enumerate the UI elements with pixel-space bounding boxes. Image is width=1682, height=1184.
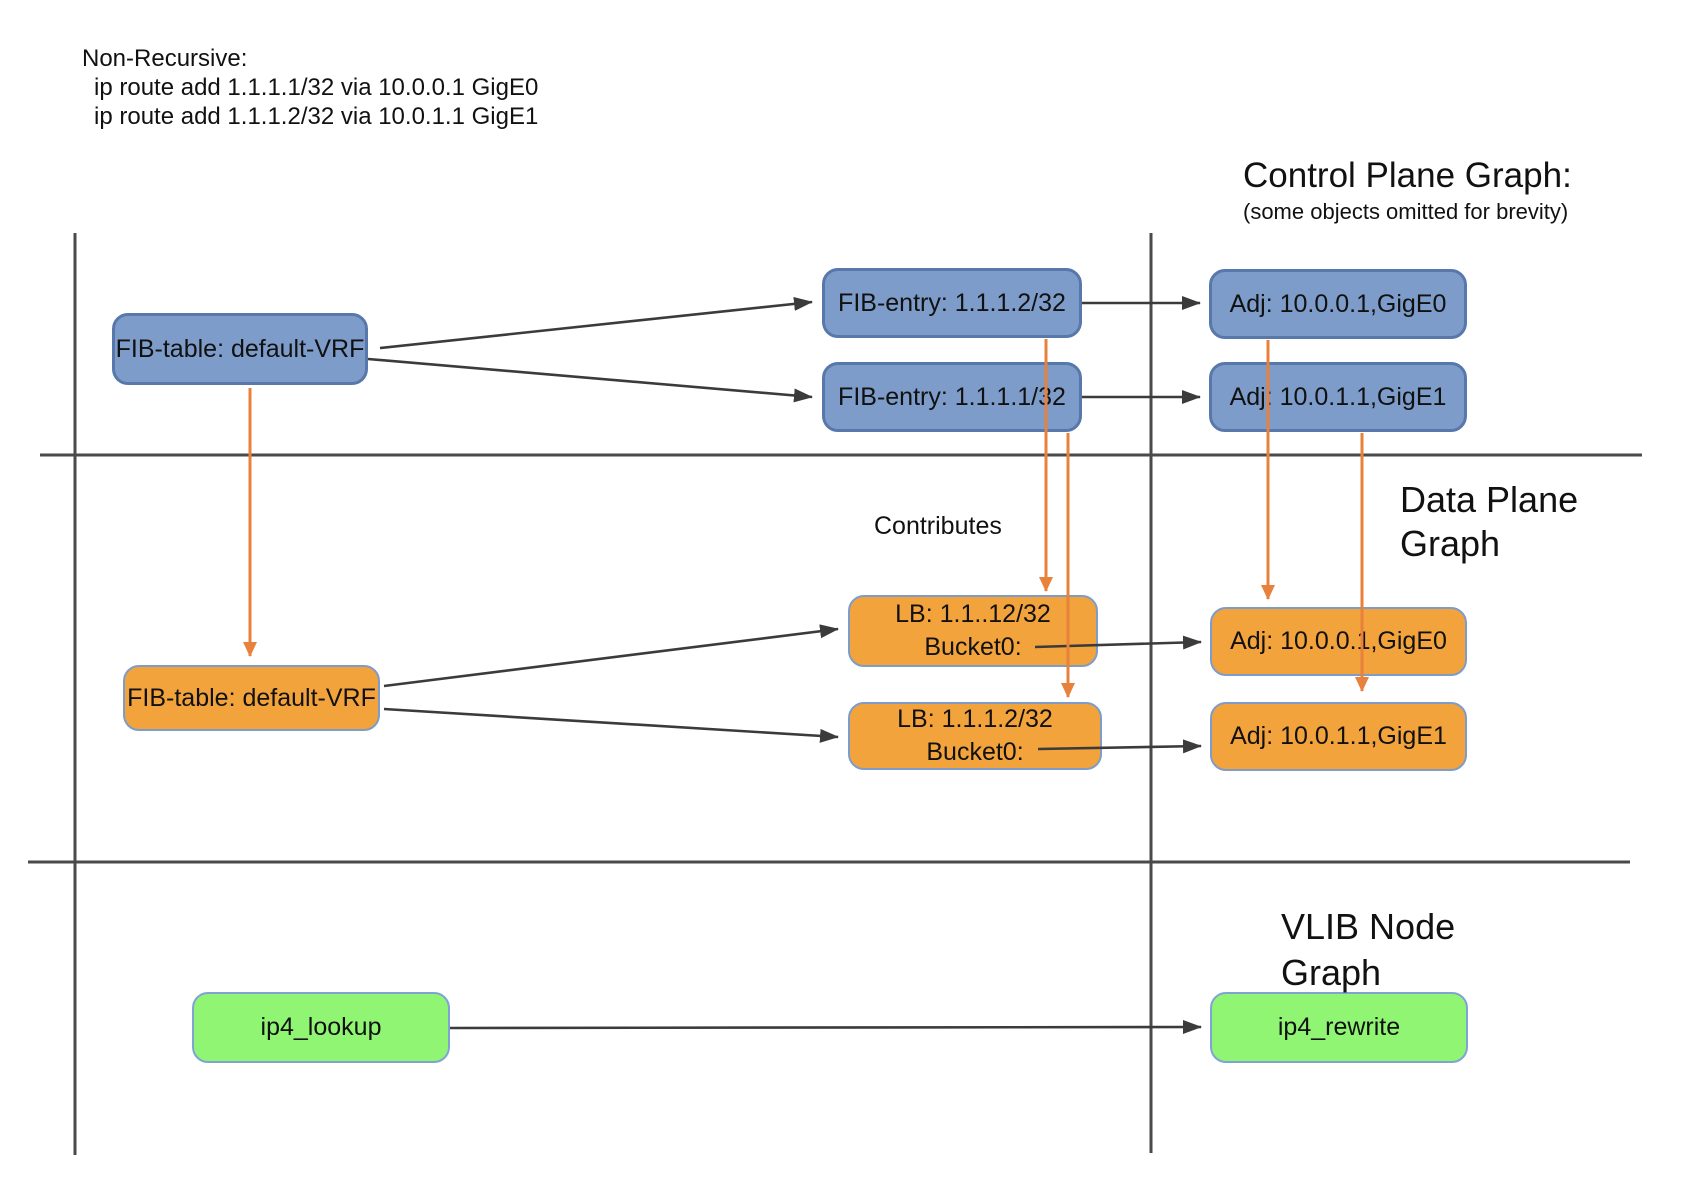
node-cp-fib-table: FIB-table: default-VRF <box>112 313 368 385</box>
vlib-title-line2: Graph <box>1281 952 1382 993</box>
node-label: Bucket0: <box>926 738 1024 766</box>
node-label: ip4_lookup <box>260 1013 382 1041</box>
node-dp-adj-gige0: Adj: 10.0.0.1,GigE0 <box>1210 607 1467 676</box>
vlib-title: VLIB Node Graph <box>1281 904 1455 996</box>
route-config-line: ip route add 1.1.1.1/32 via 10.0.0.1 Gig… <box>94 74 539 101</box>
data-plane-title-line2: Graph <box>1400 523 1501 564</box>
vlib-title-line1: VLIB Node <box>1281 906 1456 947</box>
node-label: Adj: 10.0.0.1,GigE0 <box>1229 289 1447 318</box>
node-dp-lb-1: LB: 1.1..12/32 Bucket0: <box>848 595 1098 667</box>
node-label: LB: 1.1.1.2/32 <box>897 705 1053 733</box>
node-label: LB: 1.1..12/32 <box>895 600 1051 628</box>
node-label: ip4_rewrite <box>1277 1013 1401 1041</box>
data-plane-title: Data Plane Graph <box>1400 478 1578 566</box>
node-label: Adj: 10.0.1.1,GigE1 <box>1229 382 1447 411</box>
node-label: Bucket0: <box>924 633 1022 661</box>
node-vlib-ip4-lookup: ip4_lookup <box>192 992 450 1063</box>
node-dp-adj-gige1: Adj: 10.0.1.1,GigE1 <box>1210 702 1467 771</box>
arrow-dp-fibtable-to-lb2 <box>383 707 839 743</box>
node-cp-adj-gige0: Adj: 10.0.0.1,GigE0 <box>1209 269 1467 339</box>
route-config-line: ip route add 1.1.1.2/32 via 10.0.1.1 Gig… <box>94 103 539 130</box>
node-cp-adj-gige1: Adj: 10.0.1.1,GigE1 <box>1209 362 1467 432</box>
node-label: Adj: 10.0.1.1,GigE1 <box>1230 722 1447 750</box>
node-label: FIB-entry: 1.1.1.1/32 <box>838 382 1066 411</box>
node-cp-fib-entry-1111: FIB-entry: 1.1.1.1/32 <box>822 362 1082 432</box>
arrow-cp-fibtable-to-fibentry-1111 <box>367 357 813 403</box>
control-plane-subtitle: (some objects omitted for brevity) <box>1243 199 1569 224</box>
arrow-ip4-lookup-to-ip4-rewrite <box>449 1020 1202 1035</box>
node-label: FIB-entry: 1.1.1.2/32 <box>838 288 1066 317</box>
control-plane-title: Control Plane Graph: <box>1243 156 1572 195</box>
node-dp-lb-2: LB: 1.1.1.2/32 Bucket0: <box>848 702 1102 770</box>
node-dp-fib-table: FIB-table: default-VRF <box>123 665 380 731</box>
node-vlib-ip4-rewrite: ip4_rewrite <box>1210 992 1468 1063</box>
node-label: FIB-table: default-VRF <box>127 683 376 712</box>
arrow-cp-fibtable-to-fibentry-1112 <box>379 296 813 350</box>
control-plane-title-block: Control Plane Graph: (some objects omitt… <box>1243 156 1572 225</box>
node-label: FIB-table: default-VRF <box>115 334 365 363</box>
contributes-label: Contributes <box>874 512 1002 540</box>
route-config-title: Non-Recursive: <box>82 45 248 72</box>
arrow-dp-fibtable-to-lb1 <box>383 624 839 688</box>
node-cp-fib-entry-1112: FIB-entry: 1.1.1.2/32 <box>822 268 1082 338</box>
node-label: Adj: 10.0.0.1,GigE0 <box>1230 627 1447 655</box>
data-plane-title-line1: Data Plane <box>1400 479 1579 520</box>
route-config-block: Non-Recursive: ip route add 1.1.1.1/32 v… <box>82 44 538 131</box>
